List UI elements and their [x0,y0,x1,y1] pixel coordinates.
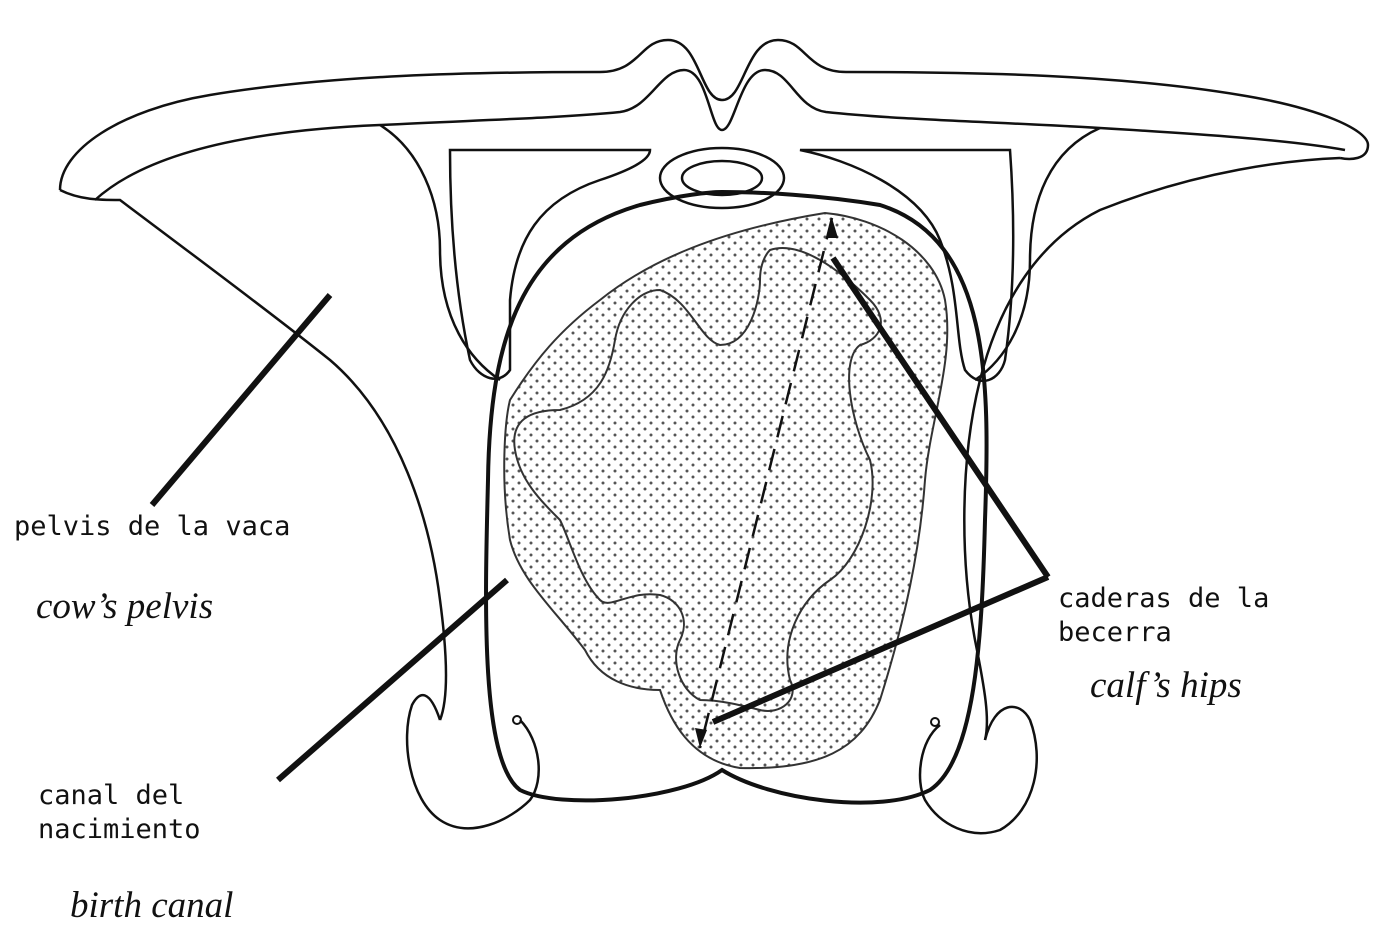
spine-inner-outline [95,70,1345,200]
vertebra-ring-inner [682,161,762,195]
cow-pelvis-label-english: cow’s pelvis [36,585,213,628]
birth-canal-leader-line [278,580,507,780]
left-pelvis-inner [380,125,500,380]
calf-hips-label-line2: becerra [1058,616,1269,650]
birth-canal-label-english: birth canal [70,884,233,927]
left-ischial-lobe [407,695,539,828]
birth-canal-label-line1: canal del [38,779,201,813]
birth-canal-label-spanish: canal del nacimiento [38,779,201,847]
vertebra-ring-outer [660,148,784,208]
spine-outline [60,40,1368,190]
pelvis-leader-line [152,295,330,505]
calf-hips-label-spanish: caderas de la becerra [1058,582,1269,650]
calf-hips-label-line1: caderas de la [1058,582,1269,616]
cow-pelvis-label-spanish: pelvis de la vaca [14,510,290,544]
right-foramen [931,718,939,726]
birth-canal-label-line2: nacimiento [38,813,201,847]
left-foramen [513,716,521,724]
left-pelvis-wing [60,190,446,720]
right-pelvis-wing [964,158,1340,740]
calf-hips-label-english: calf’s hips [1090,664,1242,707]
right-pelvis-inner [975,128,1100,380]
calf-outer [504,213,947,768]
